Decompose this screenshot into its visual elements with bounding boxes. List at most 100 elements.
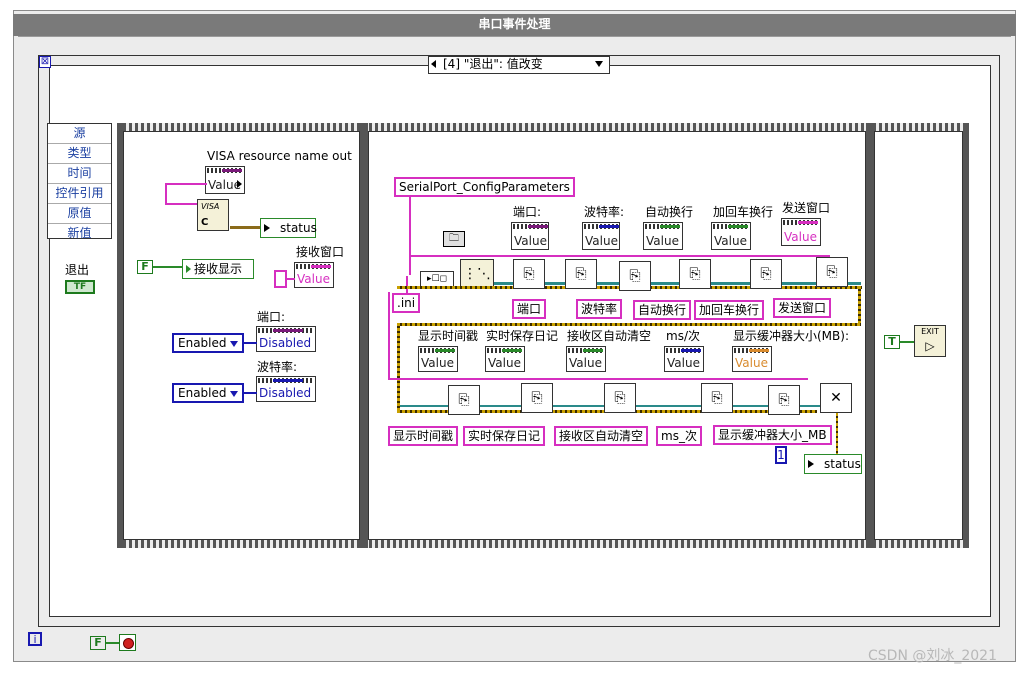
event-data-ctlref[interactable]: 控件引用 [48,184,111,204]
event-selector[interactable]: [4] "退出": 值改变 [428,56,610,74]
event-data-source[interactable]: 源 [48,124,111,144]
recv-display-local[interactable]: 接收显示 [182,259,254,279]
visa-close-icon[interactable]: VISA C [197,199,229,231]
top-key-const-4[interactable]: 发送窗口 [773,298,832,318]
top-prop-label-3: 加回车换行 [713,205,774,219]
false-constant-1[interactable]: F [137,260,153,274]
wire-false-1 [153,266,183,268]
tp2-bar [660,225,680,228]
false-constant-loop[interactable]: F [90,636,106,650]
config-path-const[interactable]: SerialPort_ConfigParameters [394,177,575,197]
recv-window-property-node[interactable]: Value [294,262,334,288]
bp2-bar [583,349,603,352]
stop-terminal-icon[interactable] [119,634,136,651]
ini-write-icon-3[interactable]: ⎘ [750,259,782,289]
top-key-const-0[interactable]: 端口 [512,299,547,319]
recv-display-text: 接收显示 [194,262,243,276]
exit-bool-terminal[interactable]: TF [65,280,95,294]
ini-write-icon-8[interactable]: ⎘ [701,383,733,413]
ini-write-icon-4[interactable]: ⎘ [816,257,848,287]
baud-property-node-f1[interactable]: Disabled [256,376,316,402]
wire-config-v [409,197,411,275]
bp3-value: Value [667,356,700,370]
top-prop-node-3[interactable]: Value [711,222,751,250]
event-data-time[interactable]: 时间 [48,164,111,184]
watermark: CSDN @刘冰_2021 [868,648,997,664]
bottom-key-const-2[interactable]: 接收区自动清空 [554,426,649,446]
recv-window-label: 接收窗口 [296,245,345,259]
top-key-const-3[interactable]: 加回车换行 [694,300,765,320]
event-data-newval[interactable]: 新值 [67,226,92,240]
info-terminal-icon[interactable]: i [28,632,42,646]
recv-window-const [274,270,287,288]
top-prop-label-0: 端口: [513,205,542,219]
bottom-prop-node-3[interactable]: Value [664,346,704,372]
bottom-prop-label-4: 显示缓冲器大小(MB): [733,329,849,343]
top-prop-node-4[interactable]: Value [781,218,821,246]
port-enabled-enum[interactable]: Enabled [172,333,244,353]
tp0-value: Value [514,234,547,248]
top-key-const-1[interactable]: 波特率 [576,299,623,319]
bottom-key-const-4[interactable]: 显示缓冲器大小_MB [713,425,832,445]
top-prop-node-2[interactable]: Value [643,222,683,250]
baud-enum-dropdown-icon[interactable] [230,391,238,397]
bottom-prop-node-0[interactable]: Value [418,346,458,372]
ini-write-icon-9[interactable]: ⎘ [768,385,800,415]
event-data-oldval[interactable]: 原值 [48,204,111,224]
bp1-value: Value [488,356,521,370]
bottom-key-const-3[interactable]: ms_次 [656,426,702,446]
sequence-left-border [117,123,123,548]
baud-pn-disabled: Disabled [259,386,312,400]
timeout-terminal-icon[interactable]: ⊠ [39,56,51,68]
event-data-type[interactable]: 类型 [48,144,111,164]
sequence-bottom-film [117,540,969,548]
wire-recv [287,278,295,280]
bottom-prop-node-1[interactable]: Value [485,346,525,372]
status2-text: status [824,457,861,471]
ini-write-icon-6[interactable]: ⎘ [521,383,553,413]
bottom-key-const-1[interactable]: 实时保存日记 [463,426,546,446]
window-title: 串口事件处理 [13,14,1016,36]
ini-write-icon-7[interactable]: ⎘ [604,383,636,413]
ini-close-icon[interactable]: ✕ [820,383,852,413]
event-selector-left-arrow[interactable] [431,60,436,68]
ini-write-icon-5[interactable]: ⎘ [448,385,480,415]
bottom-prop-node-4[interactable]: Value [732,346,772,372]
ini-write-icon-0[interactable]: ⎘ [565,259,597,289]
visa-property-node[interactable]: Value [205,166,245,194]
wire-visa-2 [165,183,167,205]
numeric-const-1[interactable]: 1 [775,446,787,464]
tp4-bar [798,221,818,224]
visa-pn-value: Value [208,178,241,192]
bp2-value: Value [569,356,602,370]
bottom-prop-label-3: ms/次 [666,329,700,343]
baud-enabled-enum[interactable]: Enabled [172,383,244,403]
status2-arrow-icon [808,460,814,468]
tp1-value: Value [585,234,618,248]
bottom-prop-label-1: 实时保存日记 [486,329,559,343]
error-wire-left [397,323,400,413]
ini-const[interactable]: .ini [392,293,421,313]
event-selector-dropdown-icon[interactable] [595,61,603,67]
tp3-value: Value [714,234,747,248]
bottom-key-const-0[interactable]: 显示时间戳 [388,426,459,446]
bottom-prop-node-2[interactable]: Value [566,346,606,372]
top-prop-node-0[interactable]: Value [511,222,549,250]
build-path-icon[interactable]: ▸☐◻ [420,271,454,287]
top-prop-label-2: 自动换行 [645,205,694,219]
exit-vi-icon[interactable]: EXIT ▷ [914,325,946,357]
pink-bus-bottom [388,378,808,380]
open-config-icon[interactable]: ⋮⋱ [460,259,494,289]
visa-pn-bar [222,169,242,172]
ini-read-icon[interactable]: ⎘ [513,259,545,289]
ini-write-icon-1[interactable]: ⎘ [619,261,651,291]
top-prop-node-1[interactable]: Value [582,222,620,250]
wire-true [900,341,916,343]
exit-vi-text: EXIT [921,327,939,336]
true-constant[interactable]: T [884,335,900,349]
folder-icon[interactable]: 🗀 [443,231,465,247]
port-property-node-f1[interactable]: Disabled [256,326,316,352]
top-key-const-2[interactable]: 自动换行 [633,300,692,320]
port-enum-dropdown-icon[interactable] [230,341,238,347]
ini-write-icon-2[interactable]: ⎘ [679,259,711,289]
